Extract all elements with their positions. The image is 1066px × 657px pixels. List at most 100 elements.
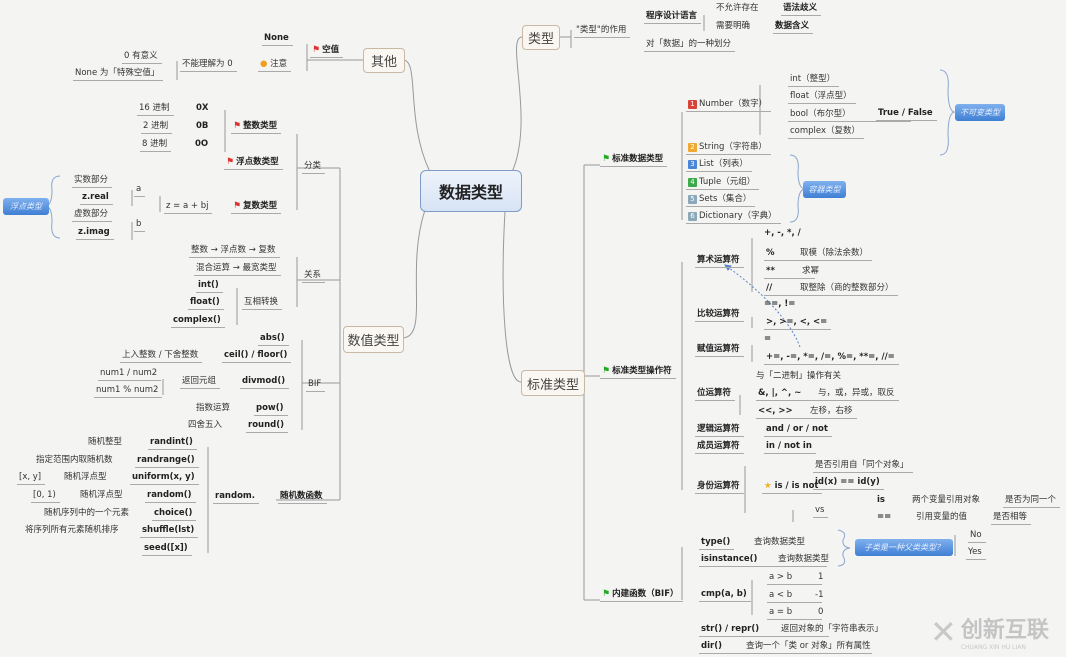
topic-pow-desc: 指数运算 xyxy=(196,403,231,413)
topic-b: b xyxy=(134,218,146,232)
topic-int: int（整型） xyxy=(788,73,840,87)
topic-relation: 关系 xyxy=(302,269,326,283)
topic-z-real: z.real xyxy=(80,191,113,205)
watermark: ✕ 创新互联 CHUANG XIN HU LIAN xyxy=(930,612,1049,652)
branch-standard[interactable]: 标准类型 xyxy=(521,370,585,396)
subclass-question-tag[interactable]: 子类是一种父类类型？ xyxy=(855,539,953,556)
topic-randint-desc: 随机整型 xyxy=(88,437,123,447)
topic-bif: ⚑内建函数（BIF） xyxy=(600,588,683,602)
label: 标准数据类型 xyxy=(612,154,664,164)
cmp-gt-value: 1 xyxy=(818,572,824,582)
topic-zero-meaning: 0 有意义 xyxy=(122,50,162,64)
label: String（字符串） xyxy=(699,142,767,152)
op-mod: % xyxy=(764,247,815,261)
topic-shuffle: shuffle(lst) xyxy=(140,524,199,538)
op-floordiv: // xyxy=(764,282,813,296)
label: 浮点数类型 xyxy=(236,157,279,167)
answer-no: No xyxy=(968,529,986,543)
fn-type: type() xyxy=(699,536,735,550)
topic-abs: abs() xyxy=(258,332,289,346)
cmp-eq: a = b xyxy=(767,606,823,620)
branch-numeric[interactable]: 数值类型 xyxy=(343,326,404,353)
topic-ceil-desc: 上入整数 / 下舍整数 xyxy=(120,349,203,363)
topic-shuffle-desc: 将序列所有元素随机排序 xyxy=(25,525,119,535)
topic-random-desc: 随机浮点型 xyxy=(80,490,123,500)
label: 内建函数（BIF） xyxy=(612,589,679,599)
op-pow-desc: 求幂 xyxy=(802,266,820,276)
priority-3-icon: 3 xyxy=(688,160,697,169)
topic-choice-desc: 随机序列中的一个元素 xyxy=(44,508,130,518)
info-icon: ● xyxy=(260,59,268,69)
topic-oct-value: 0O xyxy=(195,139,209,149)
topic-hex-value: 0X xyxy=(196,103,209,113)
label: Number（数字） xyxy=(699,99,768,109)
op-assign: +=, -=, *=, /=, %=, **=, //= xyxy=(764,351,899,365)
watermark-cn: 创新互联 xyxy=(960,618,1049,643)
op-same-obj: 是否引用自「同个对象」 xyxy=(813,459,913,473)
topic-hex: 16 进制 xyxy=(137,102,174,116)
op-is-q: 是否为同一个 xyxy=(1003,494,1061,508)
topic-chain: 整数 → 浮点数 → 复数 xyxy=(189,244,280,258)
op-eqeq-desc: 引用变量的值 xyxy=(916,512,968,522)
topic-int-type: ⚑整数类型 xyxy=(231,120,282,134)
fn-cmp: cmp(a, b) xyxy=(699,588,751,602)
label: is / is not xyxy=(774,481,819,491)
topic-arith: 算术运算符 xyxy=(695,254,744,268)
immutable-tag[interactable]: 不可变类型 xyxy=(955,104,1005,121)
topic-random-mod: random. xyxy=(213,490,259,504)
cmp-eq-value: 0 xyxy=(818,607,824,617)
op-eq: ==, != xyxy=(764,299,796,309)
topic-operators: ⚑标准类型操作符 xyxy=(600,365,676,379)
topic-assign: 赋值运算符 xyxy=(695,343,744,357)
op-is-desc: 两个变量引用对象 xyxy=(912,495,981,505)
topic-logic: 逻辑运算符 xyxy=(695,423,744,437)
topic-note: ● 注意 xyxy=(258,58,292,72)
priority-2-icon: 2 xyxy=(688,143,697,152)
topic-role: "类型"的作用 xyxy=(574,24,631,38)
topic-data-types: ⚑标准数据类型 xyxy=(600,153,668,167)
branch-other[interactable]: 其他 xyxy=(363,48,405,73)
topic-lang: 程序设计语言 xyxy=(644,10,702,24)
op-logic: and / or / not xyxy=(764,423,832,437)
topic-bin: 2 进制 xyxy=(141,120,173,134)
flag-icon: ⚑ xyxy=(602,366,611,376)
cmp-lt: a < b xyxy=(767,589,823,603)
central-topic[interactable]: 数据类型 xyxy=(420,170,522,212)
op-shift-desc: 左移，右移 xyxy=(808,405,857,419)
fn-isinstance: isinstance() xyxy=(699,553,828,567)
topic-random: random() xyxy=(145,489,196,503)
label: 注意 xyxy=(270,59,288,69)
flag-icon: ⚑ xyxy=(233,201,242,211)
star-icon: ★ xyxy=(764,481,772,491)
float-type-tag[interactable]: 浮点类型 xyxy=(3,198,49,215)
fn-dir: dir() xyxy=(699,640,872,654)
topic-real-part: 实数部分 xyxy=(72,174,113,188)
priority-1-icon: 1 xyxy=(688,100,697,109)
container-tag[interactable]: 容器类型 xyxy=(803,181,846,198)
topic-float-type: ⚑浮点数类型 xyxy=(224,156,283,170)
fn-type-desc: 查询数据类型 xyxy=(754,537,806,547)
fn-dir-desc: 查询一个「类 or 对象」所有属性 xyxy=(746,641,871,651)
op-arith: +, -, *, / xyxy=(764,228,801,238)
answer-yes: Yes xyxy=(966,546,986,560)
topic-meaning: 数据含义 xyxy=(773,20,814,34)
topic-null: ⚑空值 xyxy=(310,44,344,58)
topic-float: float（浮点型） xyxy=(788,90,856,104)
topic-uniform: uniform(x, y) xyxy=(130,471,199,485)
label: 复数类型 xyxy=(243,201,278,211)
flag-icon: ⚑ xyxy=(312,45,321,55)
topic-uniform-range: [x, y] xyxy=(17,471,46,485)
priority-6-icon: 6 xyxy=(688,212,697,221)
branch-type[interactable]: 类型 xyxy=(522,25,560,50)
priority-4-icon: 4 xyxy=(688,178,697,187)
cmp-gt: a > b xyxy=(767,571,823,585)
topic-not-zero: 不能理解为 0 xyxy=(180,58,237,72)
label: 标准类型操作符 xyxy=(612,366,672,376)
op-eqeq-q: 是否相等 xyxy=(991,511,1032,525)
op-assign-eq: = xyxy=(764,334,772,344)
label: 整数类型 xyxy=(243,121,278,131)
